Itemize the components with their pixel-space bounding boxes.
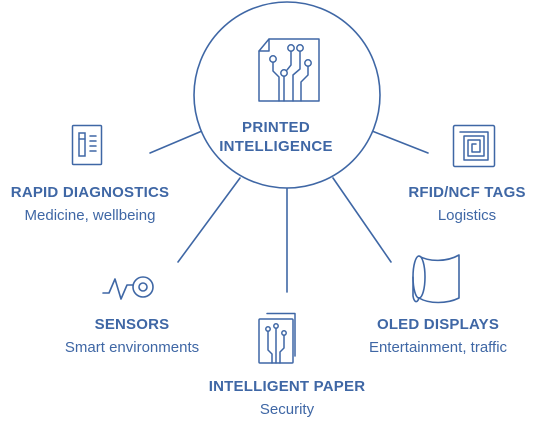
node-rfid-tags-subtitle: Logistics — [437, 207, 497, 224]
rfid-tag-icon — [452, 124, 496, 168]
node-intelligent-paper-title: INTELLIGENT PAPER — [208, 378, 366, 395]
node-intelligent-paper: INTELLIGENT PAPER Security — [187, 378, 387, 420]
node-rapid-diagnostics: RAPID DIAGNOSTICS Medicine, wellbeing — [0, 184, 180, 226]
connector-rfid-tags — [371, 130, 429, 154]
center-circle — [193, 1, 381, 189]
node-sensors-subtitle: Smart environments — [64, 339, 200, 356]
node-intelligent-paper-subtitle: Security — [259, 401, 315, 418]
connector-sensors — [177, 177, 241, 263]
center-title-line1: PRINTED — [242, 119, 310, 136]
node-sensors-title: SENSORS — [94, 316, 170, 333]
center-title-line2: INTELLIGENCE — [219, 138, 333, 155]
node-rfid-tags-title: RFID/NCF TAGS — [408, 184, 526, 201]
node-rapid-diagnostics-subtitle: Medicine, wellbeing — [24, 207, 156, 224]
node-sensors: SENSORS Smart environments — [42, 316, 222, 358]
center-title: PRINTED INTELLIGENCE — [176, 118, 376, 156]
flexible-display-icon — [412, 254, 460, 304]
test-strip-icon — [71, 124, 103, 166]
node-oled-displays: OLED DISPLAYS Entertainment, traffic — [348, 316, 528, 358]
connector-rapid-diagnostics — [149, 130, 203, 154]
node-oled-displays-subtitle: Entertainment, traffic — [368, 339, 508, 356]
circuit-chip-icon — [258, 38, 320, 102]
connector-oled-displays — [332, 177, 392, 263]
sensor-wave-icon — [102, 276, 154, 300]
node-oled-displays-title: OLED DISPLAYS — [376, 316, 500, 333]
node-rfid-tags: RFID/NCF TAGS Logistics — [384, 184, 550, 226]
node-rapid-diagnostics-title: RAPID DIAGNOSTICS — [10, 184, 170, 201]
circuit-paper-icon — [258, 312, 296, 364]
